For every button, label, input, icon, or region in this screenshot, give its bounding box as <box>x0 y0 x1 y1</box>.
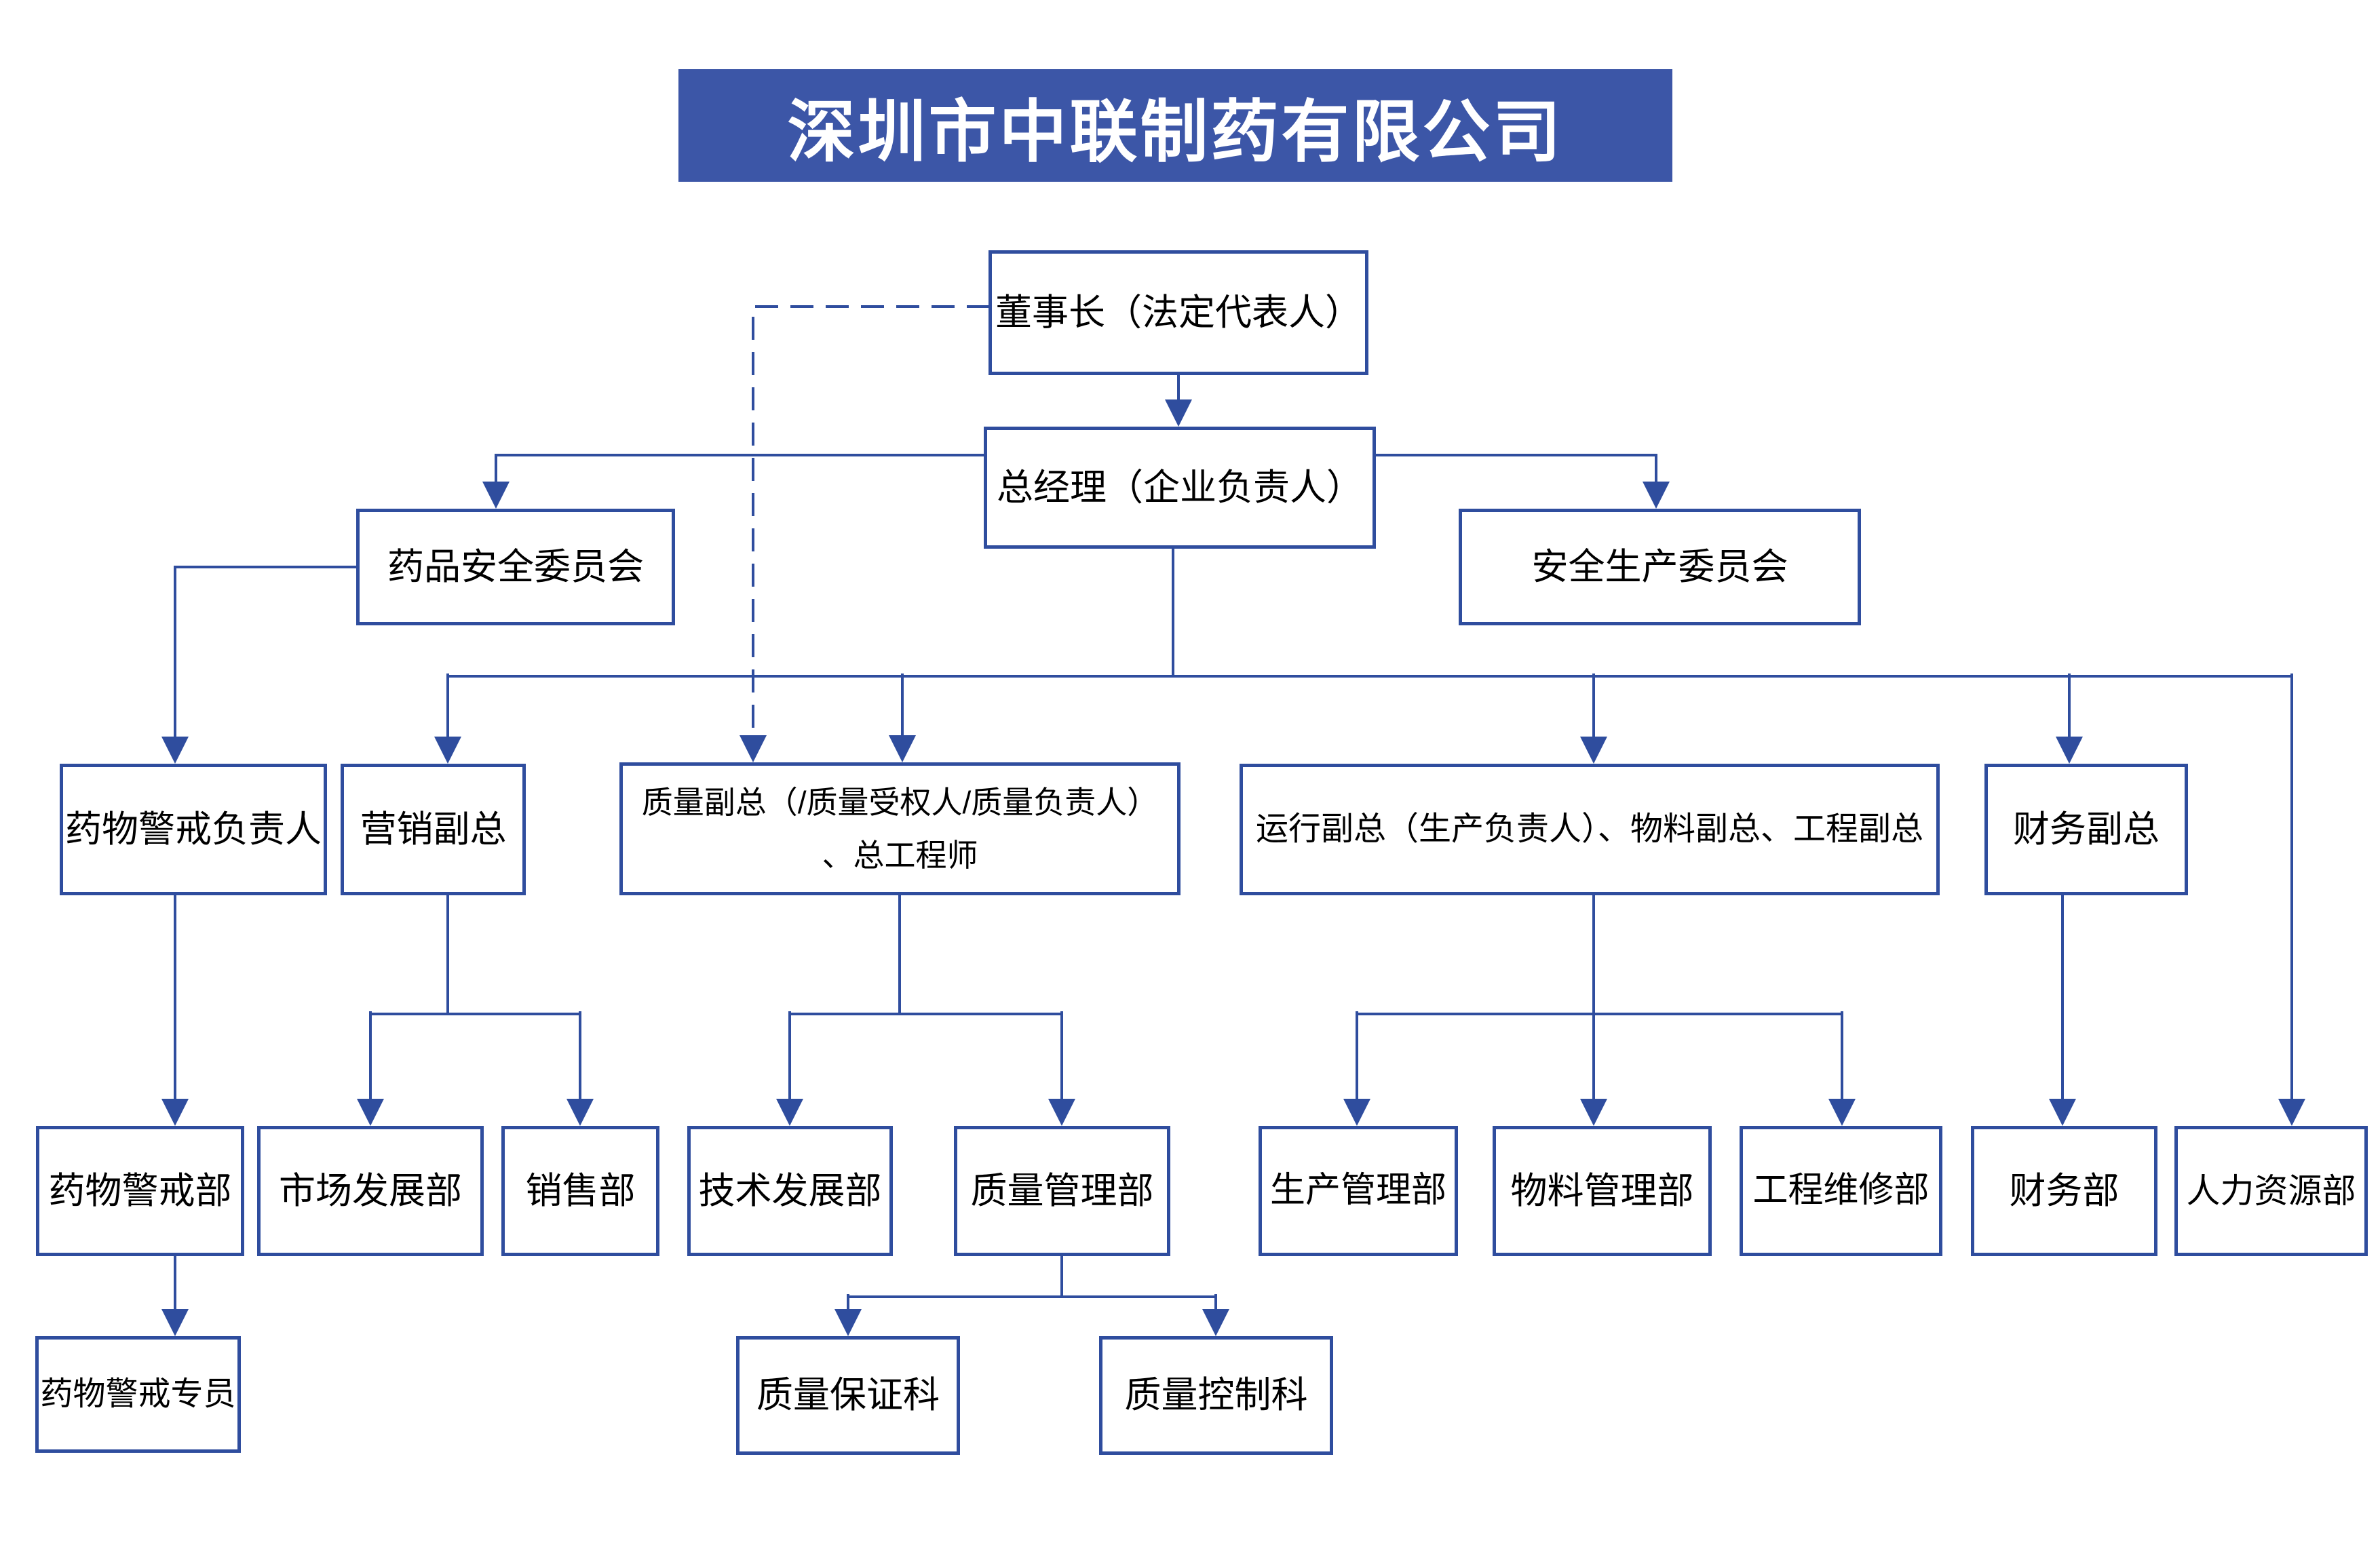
node-pharmacovigilance-dept: 药物警戒部 <box>36 1126 244 1256</box>
node-drug-safety-committee: 药品安全委员会 <box>356 509 675 625</box>
node-operations-vp: 运行副总（生产负责人）、物料副总、工程副总 <box>1240 764 1940 895</box>
node-label: 总经理（企业负责人） <box>997 467 1363 508</box>
node-quality-management-dept: 质量管理部 <box>954 1126 1170 1256</box>
node-label: 药物警戒负责人 <box>65 808 322 850</box>
node-finance-dept: 财务部 <box>1971 1126 2157 1256</box>
node-label: 财务副总 <box>2013 808 2160 850</box>
node-market-development-dept: 市场发展部 <box>257 1126 484 1256</box>
node-hr-dept: 人力资源部 <box>2174 1126 2368 1256</box>
node-engineering-maintenance-dept: 工程维修部 <box>1740 1126 1942 1256</box>
node-sales-dept: 销售部 <box>501 1126 659 1256</box>
node-label: 质量保证科 <box>756 1375 940 1416</box>
node-label: 质量管理部 <box>970 1170 1154 1211</box>
node-label-line1: 质量副总（/质量受权人/质量负责人） <box>641 784 1159 820</box>
node-tech-development-dept: 技术发展部 <box>687 1126 893 1256</box>
node-label: 技术发展部 <box>698 1170 882 1211</box>
node-finance-vp: 财务副总 <box>1984 764 2188 895</box>
node-label: 董事长（法定代表人） <box>995 292 1362 333</box>
node-production-management-dept: 生产管理部 <box>1259 1126 1458 1256</box>
node-label: 药物警戒专员 <box>40 1375 236 1412</box>
node-label: 药品安全委员会 <box>387 546 644 587</box>
node-label: 营销副总 <box>360 808 507 850</box>
node-chairman: 董事长（法定代表人） <box>989 250 1368 375</box>
node-pharmacovigilance-specialist: 药物警戒专员 <box>35 1336 241 1453</box>
node-production-safety-committee: 安全生产委员会 <box>1459 509 1861 625</box>
node-label: 财务部 <box>2009 1170 2119 1211</box>
node-quality-assurance-section: 质量保证科 <box>736 1336 960 1455</box>
node-material-management-dept: 物料管理部 <box>1493 1126 1712 1256</box>
node-label: 销售部 <box>525 1170 636 1211</box>
node-label: 物料管理部 <box>1510 1170 1694 1211</box>
page-title: 深圳市中联制药有限公司 <box>787 94 1564 170</box>
node-quality-control-section: 质量控制科 <box>1099 1336 1333 1455</box>
node-pharmacovigilance-head: 药物警戒负责人 <box>60 764 327 895</box>
node-marketing-vp: 营销副总 <box>341 764 526 895</box>
node-label: 生产管理部 <box>1269 1171 1446 1211</box>
node-label: 人力资源部 <box>2186 1171 2356 1210</box>
node-label-line2: 、总工程师 <box>822 838 978 873</box>
node-quality-vp: 质量副总（/质量受权人/质量负责人） 、总工程师 <box>619 762 1181 895</box>
node-label: 市场发展部 <box>279 1170 462 1211</box>
node-label: 安全生产委员会 <box>1531 546 1788 587</box>
title-banner: 深圳市中联制药有限公司 <box>678 69 1672 182</box>
node-label: 药物警戒部 <box>48 1170 232 1211</box>
node-label: 运行副总（生产负责人）、物料副总、工程副总 <box>1255 811 1923 847</box>
node-label: 质量控制科 <box>1124 1375 1308 1416</box>
node-general-manager: 总经理（企业负责人） <box>984 427 1376 549</box>
node-label: 工程维修部 <box>1752 1171 1930 1211</box>
